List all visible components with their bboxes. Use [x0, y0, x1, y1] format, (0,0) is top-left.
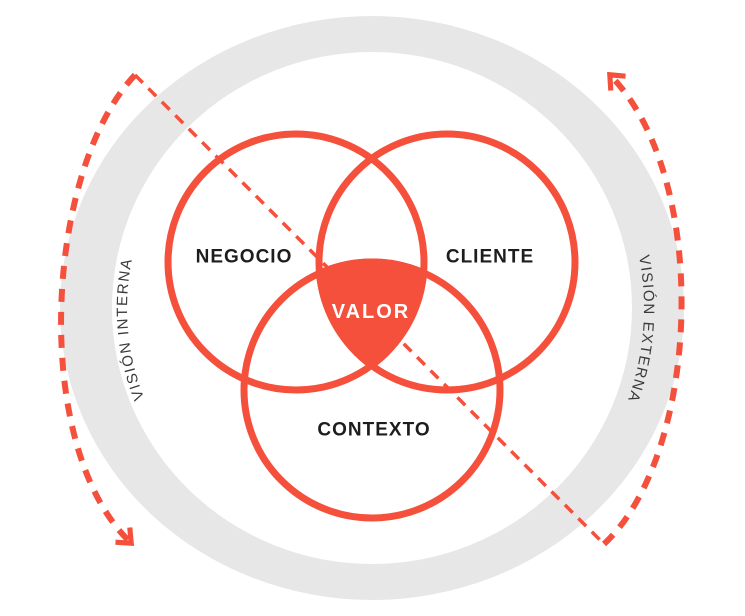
external-vision-arrow — [601, 76, 685, 547]
cliente-label: CLIENTE — [446, 247, 534, 268]
negocio-circle — [164, 130, 428, 394]
cliente-circle — [315, 130, 579, 394]
valor-label: VALOR — [332, 301, 411, 323]
internal-vision-arrow — [58, 72, 138, 542]
contexto-circle — [240, 258, 504, 522]
negocio-label: NEGOCIO — [196, 247, 293, 268]
contexto-label: CONTEXTO — [317, 420, 430, 441]
